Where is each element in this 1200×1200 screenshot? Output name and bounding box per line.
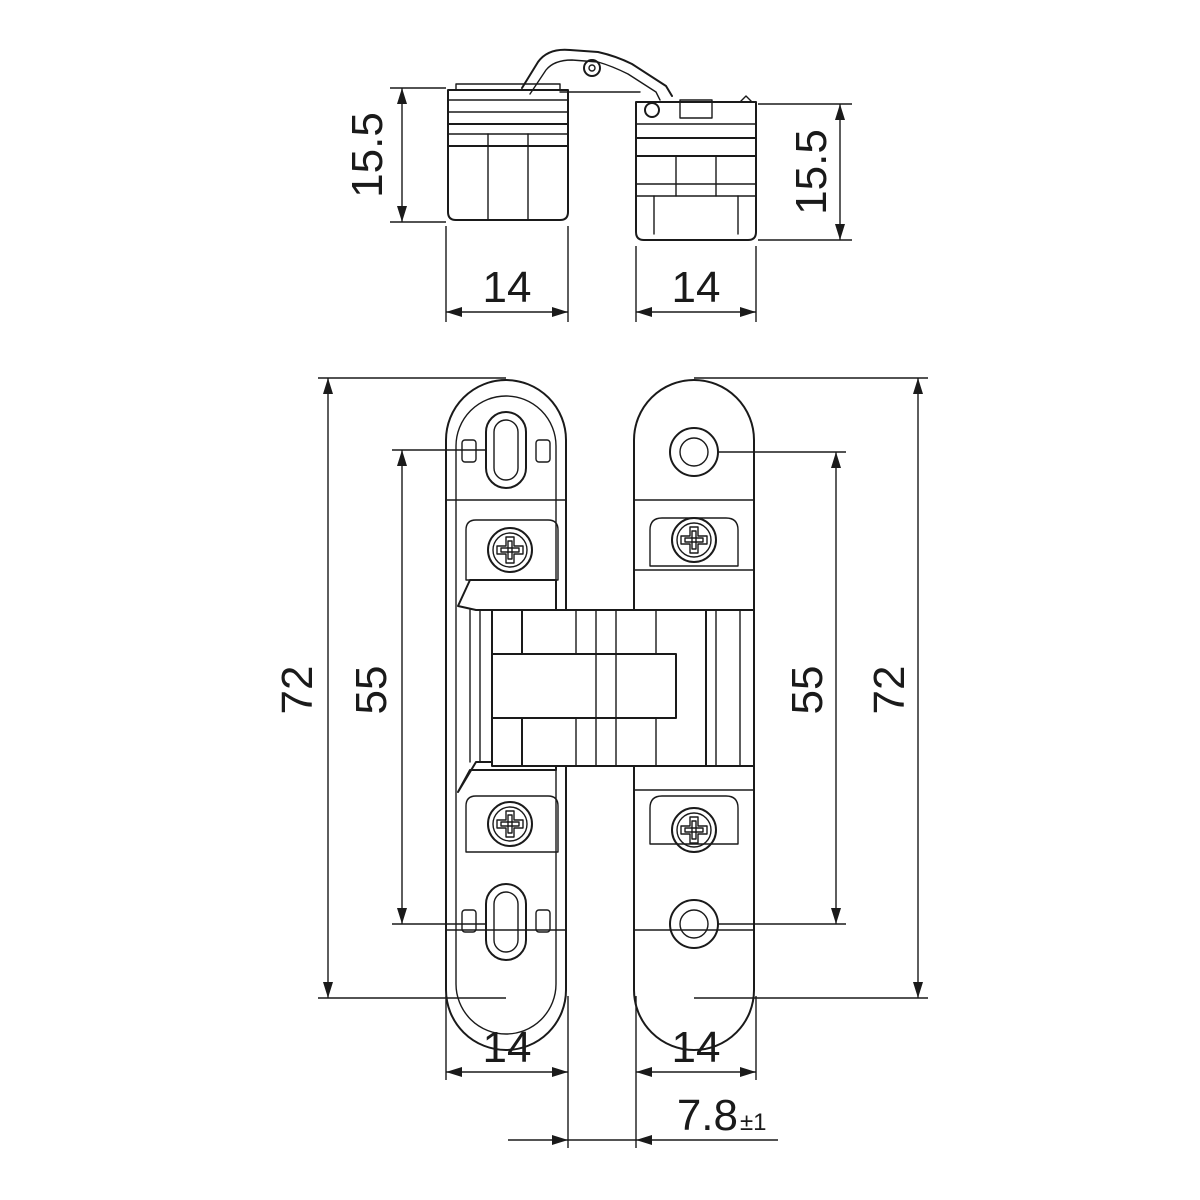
dim-top-left-width: 14 bbox=[483, 263, 532, 312]
dim-offset-tolerance: ±1 bbox=[740, 1109, 767, 1136]
top-left-block bbox=[447, 83, 569, 221]
dim-front-left-total: 72 bbox=[273, 666, 322, 715]
dim-bottom-right-width: 14 bbox=[672, 1023, 721, 1072]
dim-offset-value: 7.8 bbox=[677, 1091, 738, 1140]
top-view bbox=[447, 48, 757, 241]
front-view bbox=[445, 379, 755, 1051]
center-linkage bbox=[491, 609, 707, 767]
dim-front-left-hole-spacing: 55 bbox=[347, 666, 396, 715]
dim-top-left-height: 15.5 bbox=[343, 112, 392, 198]
top-arm bbox=[521, 48, 673, 101]
dimension-lines bbox=[318, 87, 928, 1148]
top-right-block bbox=[635, 95, 757, 241]
dimension-labels: 15.5 15.5 14 14 72 55 55 72 14 14 7.8 ±1 bbox=[273, 112, 914, 1140]
dim-bottom-left-width: 14 bbox=[483, 1023, 532, 1072]
dim-top-right-height: 15.5 bbox=[787, 129, 836, 215]
dim-front-right-hole-spacing: 55 bbox=[783, 666, 832, 715]
dim-front-right-total: 72 bbox=[865, 666, 914, 715]
dim-top-right-width: 14 bbox=[672, 263, 721, 312]
